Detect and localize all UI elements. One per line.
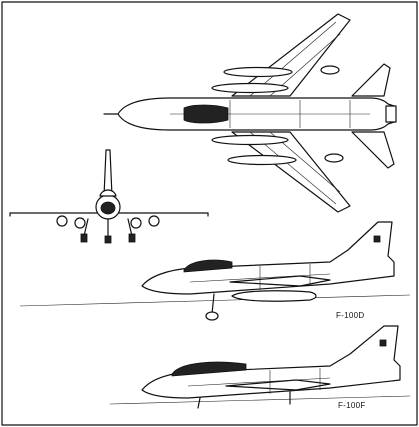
front-view-wheel-right xyxy=(128,233,136,243)
f100d-tail-marking xyxy=(373,235,381,243)
plan-view-store-upper xyxy=(320,65,340,75)
f100f-canopy xyxy=(171,361,247,377)
plan-view-tank-lower-inner xyxy=(211,134,289,146)
plan-view-lower-stabilizer xyxy=(351,131,395,169)
front-view-tank-left-outer xyxy=(56,215,68,227)
side-view-f100d: F-100D xyxy=(19,221,411,321)
f100d-nose-wheel xyxy=(205,311,219,321)
plan-view-tank-lower-outer xyxy=(227,154,297,166)
f100f-tail-marking xyxy=(379,339,387,347)
front-view-wheel-nose xyxy=(104,235,112,244)
f100d-canopy xyxy=(183,259,233,273)
front-view-intake xyxy=(100,201,116,215)
front-view-fin xyxy=(103,149,113,197)
front-view-canopy xyxy=(99,189,117,197)
plan-view-tank-upper-outer xyxy=(223,66,293,78)
front-view-tank-left-inner xyxy=(74,217,86,229)
f100d-label: F-100D xyxy=(336,311,364,320)
plan-view-tank-upper-inner xyxy=(211,82,289,94)
f100f-fuselage xyxy=(141,325,401,399)
f100f-wing xyxy=(225,379,331,391)
front-view-wheel-left xyxy=(80,233,88,243)
plan-view-exhaust xyxy=(385,105,397,123)
f100d-drop-tank xyxy=(231,290,317,302)
f100f-label: F-100F xyxy=(338,401,366,410)
f100d-wing xyxy=(229,275,331,287)
front-view-tank-right-outer xyxy=(148,215,160,227)
plan-view-store-lower xyxy=(324,153,344,163)
plan-view xyxy=(103,13,397,213)
plan-view-upper-stabilizer xyxy=(351,63,391,97)
side-view-f100f: F-100F xyxy=(109,325,411,410)
front-view xyxy=(9,149,209,244)
f100d-fuselage xyxy=(141,221,395,295)
plan-view-lower-wing xyxy=(231,131,351,213)
front-view-tank-right-inner xyxy=(130,217,142,229)
